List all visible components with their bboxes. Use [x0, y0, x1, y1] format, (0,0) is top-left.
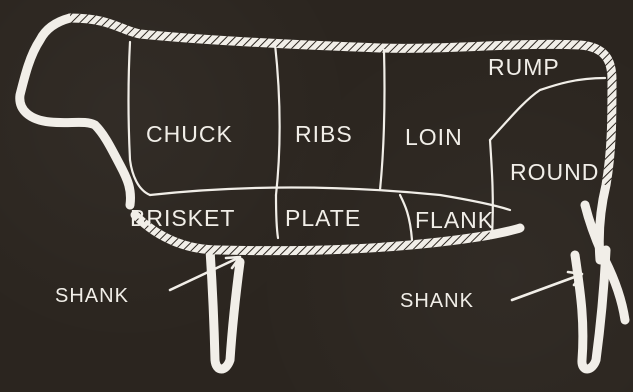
- label-flank: FLANK: [415, 207, 494, 233]
- label-shank-rear: SHANK: [400, 290, 474, 312]
- label-loin: LOIN: [405, 124, 463, 150]
- label-shank-front: SHANK: [55, 285, 129, 307]
- label-brisket: BRISKET: [130, 205, 235, 231]
- cut-lines: [127, 40, 607, 242]
- label-rump: RUMP: [488, 54, 560, 80]
- label-ribs: RIBS: [295, 121, 353, 147]
- cow-outline: [15, 13, 630, 374]
- label-plate: PLATE: [285, 205, 361, 231]
- shank-arrows: [168, 255, 584, 302]
- label-round: ROUND: [510, 159, 599, 185]
- label-chuck: CHUCK: [146, 121, 233, 147]
